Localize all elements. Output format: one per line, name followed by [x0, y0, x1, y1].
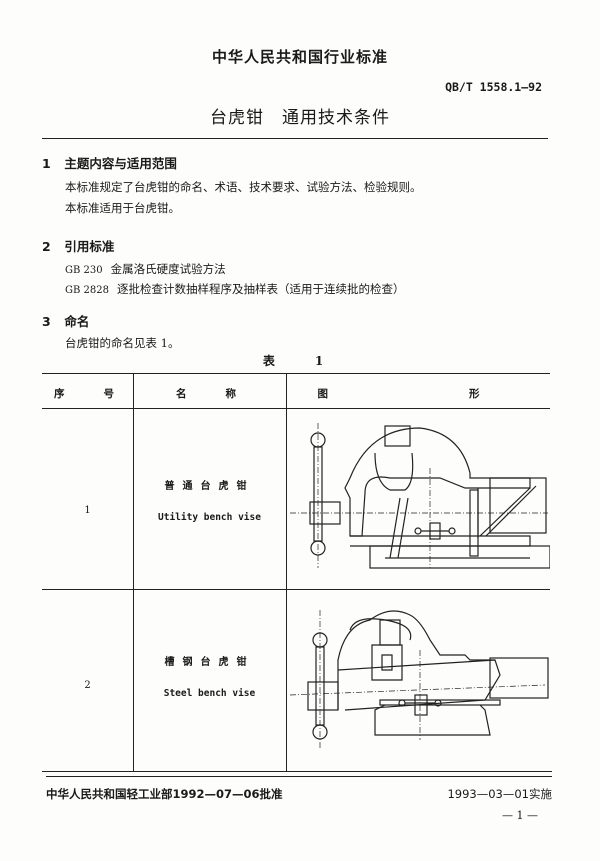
- column-header-index: 序 号: [54, 388, 120, 400]
- section-title: 引用标准: [64, 239, 115, 254]
- approval-statement: 中华人民共和国轻工业部1992—07—06批准: [46, 787, 283, 801]
- section-number: 2: [42, 239, 51, 254]
- section-1-paragraph-1: 本标准规定了台虎钳的命名、术语、技术要求、试验方法、检验规则。: [65, 180, 422, 194]
- table-top-rule: [42, 373, 550, 374]
- table-column-divider: [286, 374, 287, 771]
- row-index: 1: [84, 505, 91, 516]
- row-name-cn: 普通台虎钳: [164, 481, 255, 492]
- table-bottom-rule: [42, 771, 552, 772]
- issuing-organization: 中华人民共和国行业标准: [211, 48, 388, 66]
- column-header-name: 名 称: [176, 388, 242, 400]
- utility-bench-vise-drawing: [290, 423, 550, 569]
- column-header-figure: 图 形: [317, 388, 520, 400]
- document-title: 台虎钳 通用技术条件: [210, 108, 390, 128]
- header-rule: [42, 138, 548, 139]
- reference-item: GB 2828 逐批检查计数抽样程序及抽样表（适用于连续批的检查）: [65, 281, 404, 297]
- row-name-cn: 槽钢台虎钳: [164, 657, 255, 668]
- row-index: 2: [84, 680, 91, 691]
- section-2-heading: 2 引用标准: [42, 236, 114, 255]
- footer-rule: [46, 776, 552, 777]
- reference-title: 金属洛氏硬度试验方法: [110, 262, 226, 276]
- reference-code: GB 230: [65, 265, 103, 276]
- table-header-rule: [42, 408, 550, 409]
- reference-code: GB 2828: [65, 285, 109, 296]
- implementation-date: 1993—03—01实施: [447, 787, 552, 801]
- section-3-heading: 3 命名: [42, 311, 89, 330]
- section-3-paragraph: 台虎钳的命名见表 1。: [65, 336, 180, 350]
- steel-bench-vise-drawing: [290, 610, 549, 748]
- row-name-en: Steel bench vise: [163, 688, 256, 699]
- section-number: 3: [42, 314, 51, 329]
- reference-title: 逐批检查计数抽样程序及抽样表（适用于连续批的检查）: [116, 282, 405, 296]
- standard-code: QB/T 1558.1—92: [445, 80, 542, 94]
- table-caption: 表 1: [262, 354, 338, 368]
- section-1-heading: 1 主题内容与适用范围: [42, 153, 177, 172]
- section-title: 主题内容与适用范围: [64, 156, 177, 171]
- table-column-divider: [133, 374, 134, 771]
- reference-item: GB 230 金属洛氏硬度试验方法: [65, 261, 226, 277]
- section-1-paragraph-2: 本标准适用于台虎钳。: [65, 201, 180, 215]
- section-title: 命名: [64, 314, 90, 329]
- table-row-rule: [42, 589, 550, 590]
- row-name-en: Utility bench vise: [158, 512, 261, 523]
- section-number: 1: [42, 156, 51, 171]
- page-number: — 1 —: [502, 809, 538, 822]
